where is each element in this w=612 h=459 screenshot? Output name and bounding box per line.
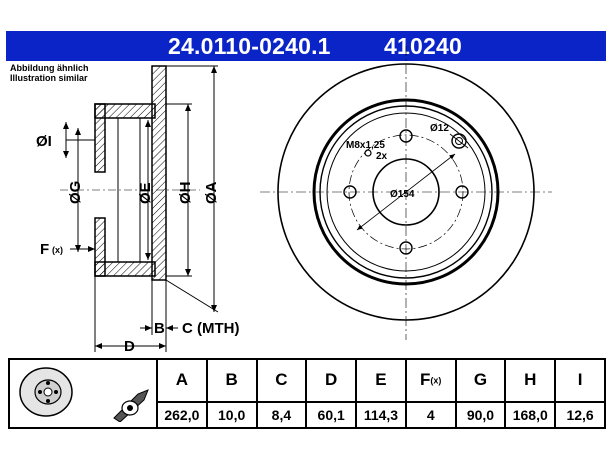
value-c: 8,4 [255,400,308,430]
hub-face-top [94,103,106,173]
cross-section [60,65,200,281]
label-thread: M8x1,25 [346,140,385,151]
value-b: 10,0 [205,400,258,430]
label-c: C (MTH) [182,320,239,337]
label-dia-h: ØH [177,182,194,205]
label-thread-count: 2x [376,151,388,162]
reference-number: 410240 [384,33,462,59]
note-line-german: Abbildung ähnlich [10,63,89,73]
title-bar: 24.0110-0240.1 410240 [6,31,606,61]
label-dia-e: ØE [137,182,154,204]
header-f: F(x) [404,358,457,403]
hub-face-bottom [94,217,106,277]
label-b: B [154,320,165,337]
spec-value-row: 262,0 10,0 8,4 60,1 114,3 4 90,0 168,0 1… [9,400,606,430]
disc-thumbnail-cell [8,358,158,429]
spec-table: A B C D E F(x) G H I 262,0 10,0 8,4 60,1… [8,358,606,430]
spec-header-row: A B C D E F(x) G H I [8,358,606,429]
disc-thumbnail [19,367,149,423]
dimension-lines [63,65,219,352]
label-center-dia: Ø154 [390,189,415,200]
section-labels: ØI ØG ØE ØH ØA F (x) B C (MTH) D [36,133,239,355]
value-d: 60,1 [305,400,358,430]
label-d: D [124,338,135,355]
value-i: 12,6 [554,400,606,430]
part-number: 24.0110-0240.1 [168,33,331,59]
label-f: F [40,241,49,258]
illustration-note: Abbildung ähnlich Illustration similar [10,63,89,83]
note-line-english: Illustration similar [10,73,88,83]
value-h: 168,0 [504,400,557,430]
header-h: H [504,358,557,403]
disc-ring [151,65,167,281]
front-view [260,46,552,340]
header-f-sub: (x) [430,375,442,386]
label-hole-dia: Ø12 [430,123,449,134]
header-i: I [554,358,606,403]
face-labels: M8x1,25 2x Ø12 Ø154 [346,123,449,200]
label-dia-i: ØI [36,133,52,150]
header-b: B [205,358,258,403]
header-g: G [454,358,507,403]
wrench-icon [113,389,149,423]
value-g: 90,0 [454,400,507,430]
header-c: C [255,358,308,403]
header-d: D [305,358,358,403]
label-f-sub: (x) [52,245,63,255]
header-f-letter: F [420,370,431,390]
value-e: 114,3 [355,400,407,430]
label-dia-a: ØA [203,181,220,204]
label-dia-g: ØG [67,181,84,204]
value-f: 4 [404,400,457,430]
locating-hole [451,133,467,149]
header-e: E [355,358,407,403]
header-a: A [156,358,208,403]
value-a: 262,0 [156,400,208,430]
